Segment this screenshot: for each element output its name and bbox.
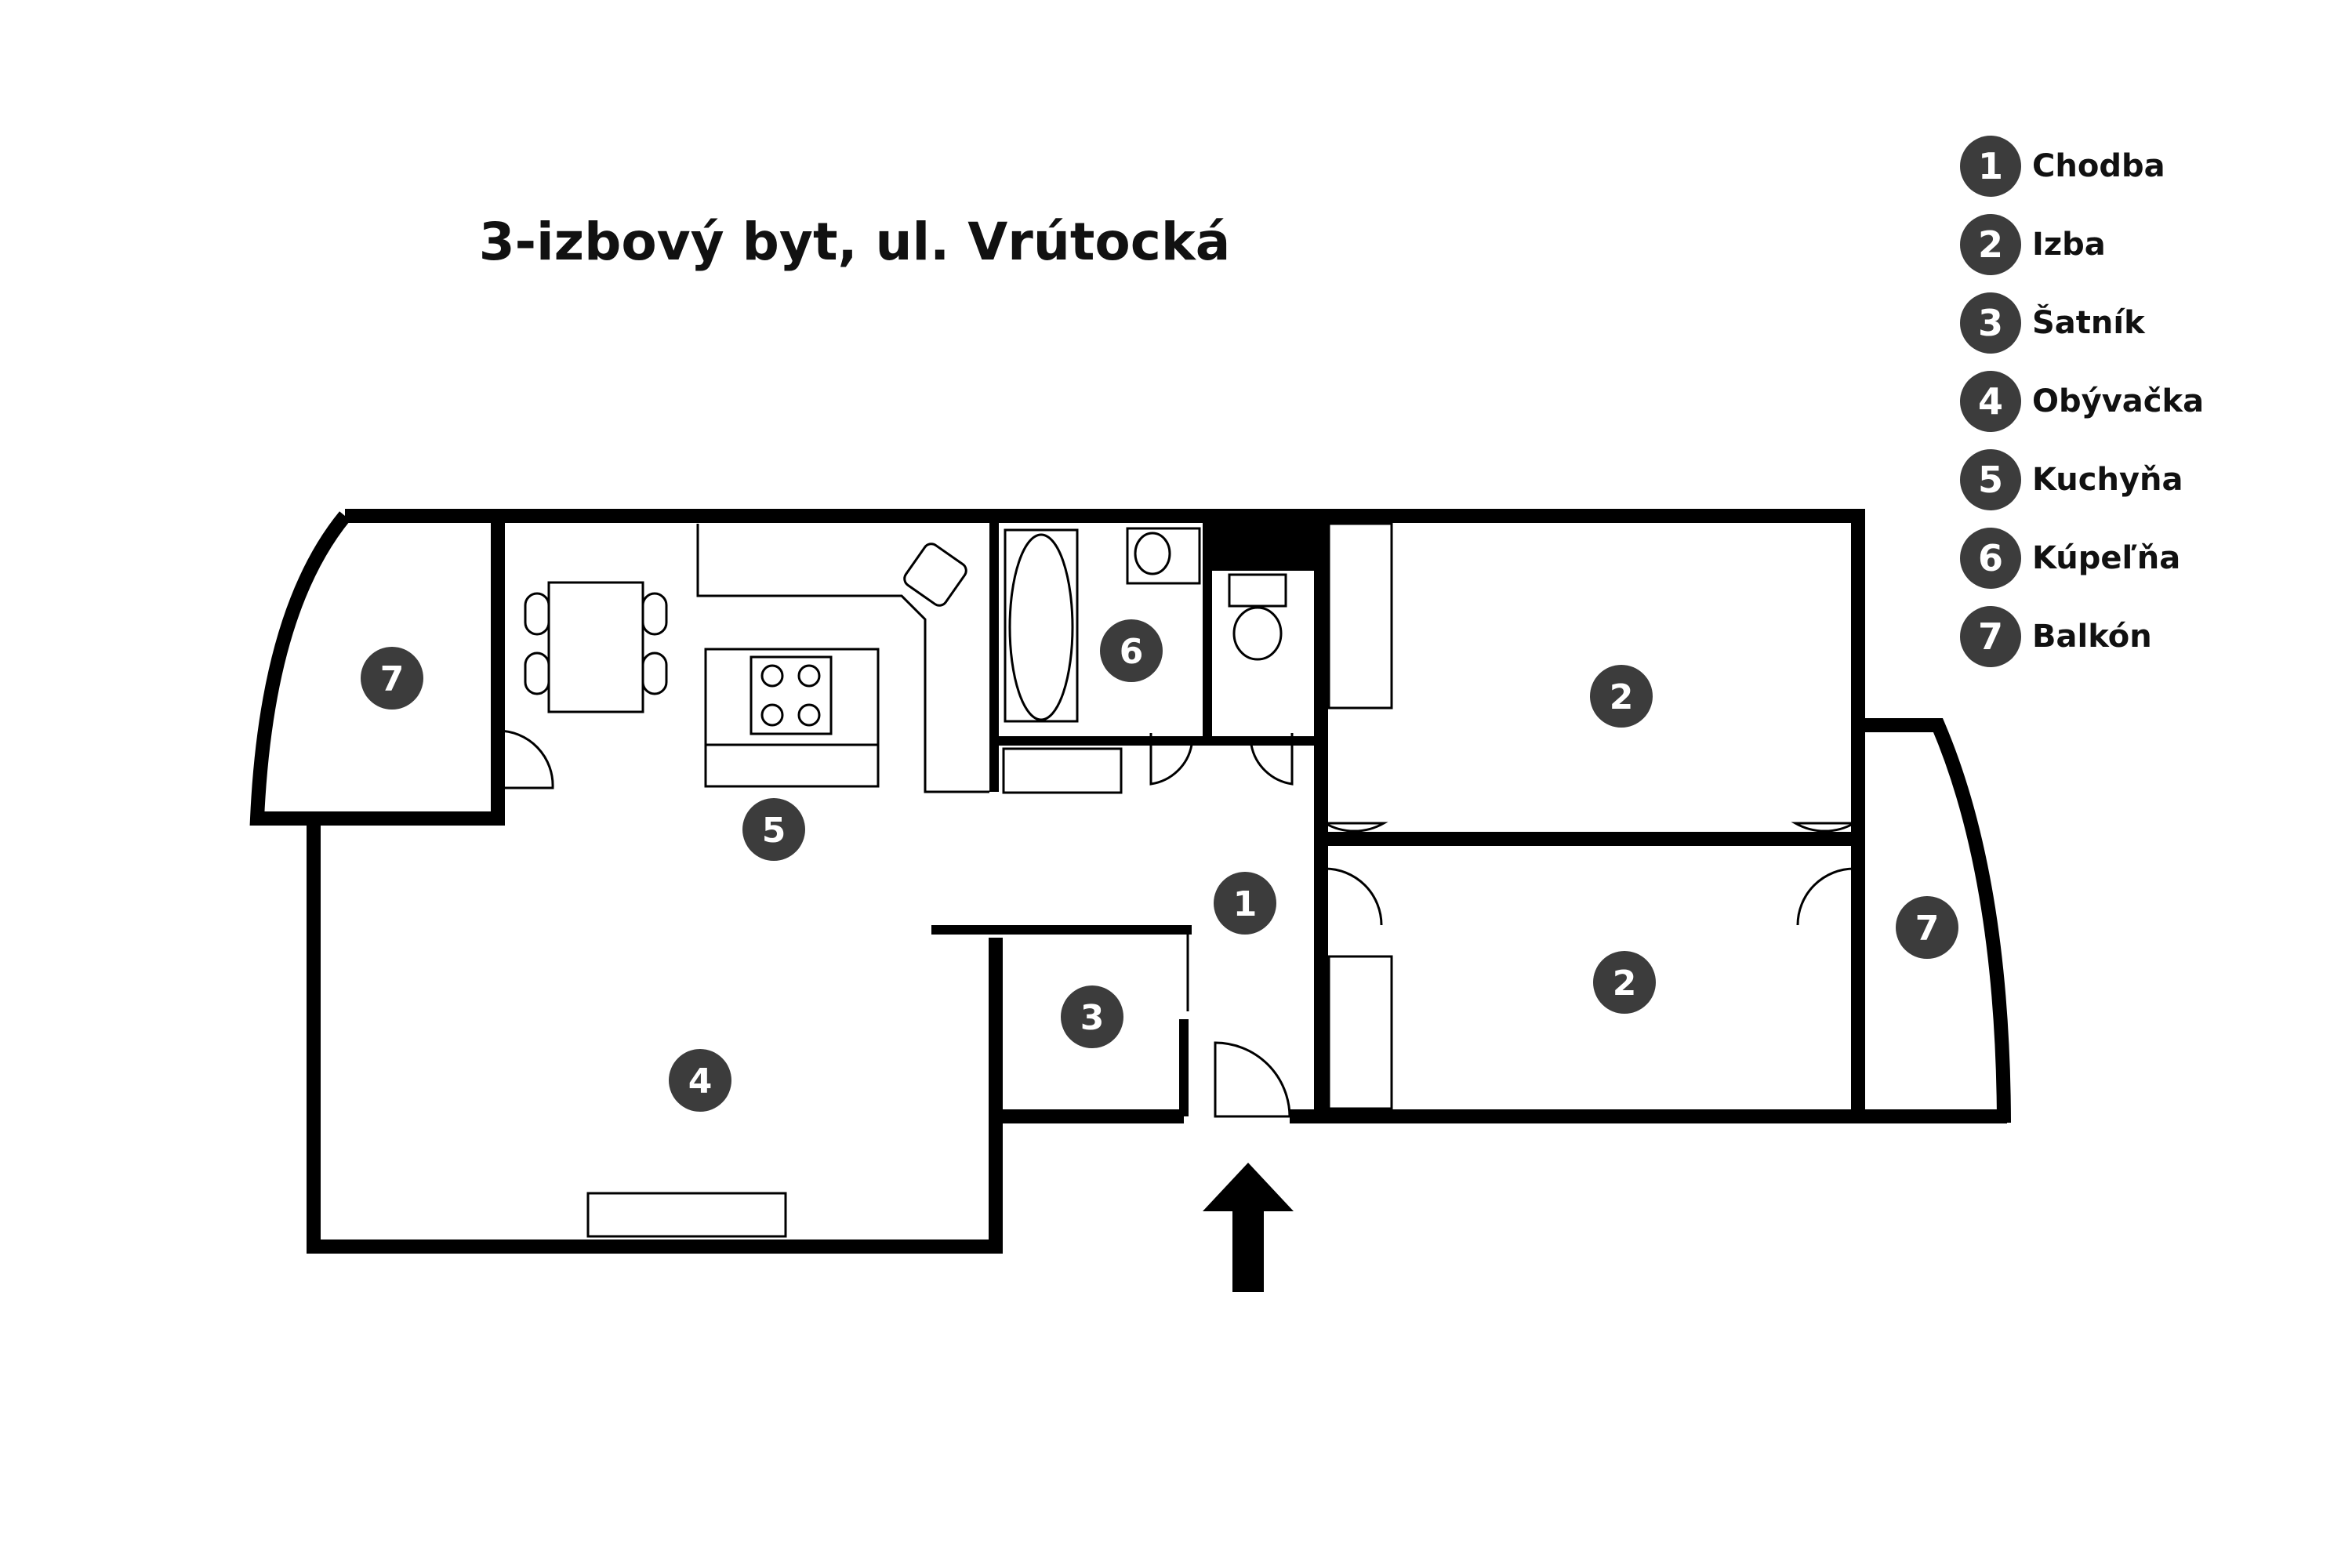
kitchen-island — [704, 648, 880, 788]
svg-text:3: 3 — [1080, 998, 1105, 1038]
laundry-cabinet — [1002, 747, 1123, 794]
sink-icon — [903, 543, 967, 607]
door-icon — [496, 729, 554, 789]
ventilation-shaft — [1207, 516, 1321, 571]
chair — [524, 652, 550, 695]
marker-balcony-right: 7 — [1896, 896, 1958, 959]
door-icon — [1149, 733, 1193, 786]
wardrobe-bottom — [1327, 955, 1393, 1110]
plan-title: 3-izbový byt, ul. Vrútocká — [478, 212, 1231, 272]
legend-item-1: 1 Chodba — [1960, 127, 2204, 205]
legend-label-2: Izba — [2032, 227, 2106, 263]
legend-item-5: 5 Kuchyňa — [1960, 441, 2204, 519]
legend-label-3: Šatník — [2032, 305, 2145, 341]
svg-text:7: 7 — [380, 659, 405, 699]
legend-number-1: 1 — [1960, 136, 2021, 197]
toilet-icon — [1228, 573, 1287, 608]
marker-kitchen: 5 — [742, 798, 805, 861]
kitchen-counter — [696, 524, 989, 793]
entry-door-icon — [1214, 1041, 1291, 1118]
wall-top — [345, 509, 1865, 1116]
tv-cabinet — [586, 1192, 787, 1238]
dining-table — [547, 581, 644, 713]
wardrobe-top — [1327, 522, 1393, 710]
bathtub-icon — [1004, 528, 1079, 723]
legend-item-4: 4 Obývačka — [1960, 362, 2204, 441]
legend: 1 Chodba 2 Izba 3 Šatník 4 Obývačka 5 Kuchyňa… — [1960, 127, 2204, 676]
svg-text:7: 7 — [1915, 909, 1940, 949]
marker-room-top: 2 — [1590, 665, 1653, 728]
legend-number-7: 7 — [1960, 606, 2021, 667]
burner — [797, 703, 821, 727]
walls — [249, 509, 2011, 1254]
svg-text:2: 2 — [1613, 964, 1637, 1004]
legend-number-5: 5 — [1960, 449, 2021, 510]
door-icon — [1796, 867, 1856, 927]
legend-item-6: 6 Kúpeľňa — [1960, 519, 2204, 597]
chair — [524, 592, 550, 636]
legend-number-2: 2 — [1960, 214, 2021, 275]
legend-number-4: 4 — [1960, 371, 2021, 432]
living-room-wall — [307, 818, 1003, 1254]
entrance-arrow-icon — [1203, 1163, 1294, 1292]
legend-item-2: 2 Izba — [1960, 205, 2204, 284]
legend-label-1: Chodba — [2032, 148, 2165, 184]
legend-item-7: 7 Balkón — [1960, 597, 2204, 676]
door-icon — [1323, 764, 1388, 833]
door-icon — [1250, 733, 1294, 786]
marker-balcony-left: 7 — [361, 647, 423, 710]
legend-label-6: Kúpeľňa — [2032, 540, 2181, 576]
svg-text:4: 4 — [688, 1062, 713, 1102]
legend-label-4: Obývačka — [2032, 383, 2205, 419]
chair — [641, 652, 668, 695]
legend-number-6: 6 — [1960, 528, 2021, 589]
bathtub-basin — [1008, 533, 1074, 721]
door-icon — [1791, 764, 1856, 833]
legend-label-7: Balkón — [2032, 619, 2152, 655]
legend-item-3: 3 Šatník — [1960, 284, 2204, 362]
door-icon — [1323, 867, 1383, 927]
svg-text:5: 5 — [762, 811, 786, 851]
washbasin-icon — [1126, 527, 1201, 585]
svg-text:1: 1 — [1233, 884, 1258, 924]
marker-wardrobe: 3 — [1061, 985, 1123, 1048]
balcony-left-wall — [249, 511, 505, 826]
legend-label-5: Kuchyňa — [2032, 462, 2183, 498]
room-markers: 7 5 6 1 2 2 7 3 4 — [361, 619, 1958, 1112]
svg-text:2: 2 — [1610, 677, 1634, 717]
burner — [797, 664, 821, 688]
marker-living-room: 4 — [669, 1049, 731, 1112]
washbasin-bowl — [1134, 532, 1171, 575]
marker-bathroom: 6 — [1100, 619, 1163, 682]
burner — [760, 703, 784, 727]
furniture — [496, 522, 1856, 1238]
burner — [760, 664, 784, 688]
stove-icon — [750, 655, 833, 735]
legend-number-3: 3 — [1960, 292, 2021, 354]
chair — [641, 592, 668, 636]
toilet-bowl — [1232, 606, 1283, 661]
svg-text:6: 6 — [1120, 632, 1144, 672]
marker-room-bottom: 2 — [1593, 951, 1656, 1014]
balcony-right-wall — [1858, 718, 2011, 1123]
marker-hallway: 1 — [1214, 872, 1276, 935]
